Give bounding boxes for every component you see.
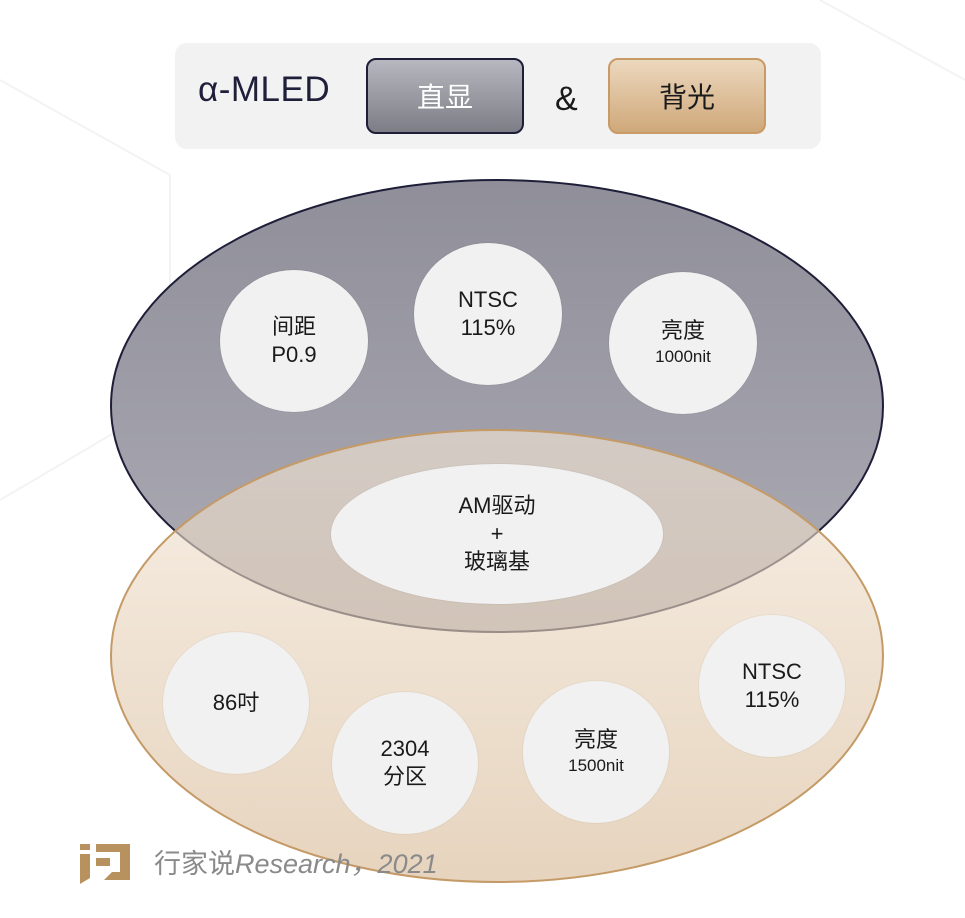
pitch-label: 间距	[271, 314, 316, 339]
direct-brightness-circle: 亮度 1000nit	[609, 272, 757, 414]
ampersand-label: &	[555, 80, 578, 118]
size-circle: 86吋	[163, 632, 309, 774]
direct-ntsc-value: 115%	[460, 315, 516, 340]
backlight-ellipse	[110, 429, 884, 883]
direct-brightness-value: 1000nit	[655, 347, 711, 366]
zones-circle: 2304 分区	[332, 692, 478, 834]
shared-line-3: 玻璃基	[463, 549, 530, 574]
direct-brightness-label: 亮度	[660, 318, 705, 343]
backlight-brightness-circle: 亮度 1500nit	[523, 681, 669, 823]
backlight-ntsc-value: 115%	[744, 687, 800, 712]
backlight-button[interactable]: 背光	[608, 58, 766, 134]
source-en: Research，2021	[235, 848, 438, 879]
backlight-ntsc-label: NTSC	[742, 659, 802, 684]
backlight-ntsc-circle: NTSC 115%	[699, 615, 845, 757]
shared-line-2: +	[490, 521, 504, 546]
source-cn: 行家说	[154, 848, 235, 880]
source-footer: 行家说Research，2021	[78, 838, 438, 884]
pitch-circle: 间距 P0.9	[220, 270, 368, 412]
zones-label: 2304	[380, 736, 430, 761]
page-title: α-MLED	[198, 70, 331, 109]
source-credit: 行家说Research，2021	[154, 842, 438, 881]
direct-ntsc-label: NTSC	[458, 287, 518, 312]
backlight-brightness-label: 亮度	[573, 727, 618, 752]
size-label: 86吋	[212, 690, 260, 715]
zones-value: 分区	[382, 764, 427, 789]
backlight-brightness-value: 1500nit	[568, 756, 624, 775]
shared-feature-ellipse: AM驱动 + 玻璃基	[331, 464, 663, 604]
brand-logo-icon	[80, 844, 130, 884]
direct-ntsc-circle: NTSC 115%	[414, 243, 562, 385]
pitch-value: P0.9	[271, 342, 317, 367]
shared-line-1: AM驱动	[458, 493, 536, 518]
direct-display-button[interactable]: 直显	[366, 58, 524, 134]
